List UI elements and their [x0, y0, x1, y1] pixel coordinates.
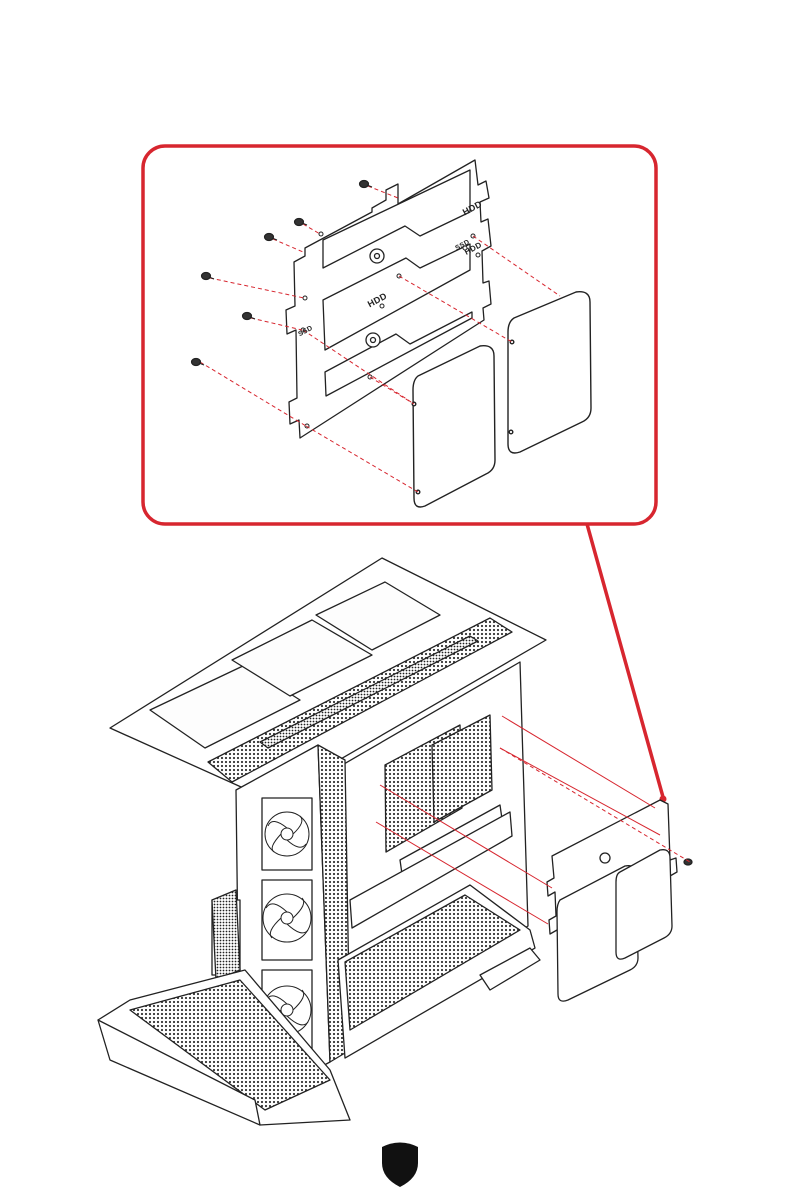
- shield-icon: [382, 1143, 418, 1188]
- case-bracket-assembly: [547, 800, 692, 1001]
- drive-left: [412, 346, 495, 507]
- pc-case: [98, 558, 546, 1125]
- drive-right: [508, 292, 591, 453]
- callout-pointer-line: [587, 524, 663, 797]
